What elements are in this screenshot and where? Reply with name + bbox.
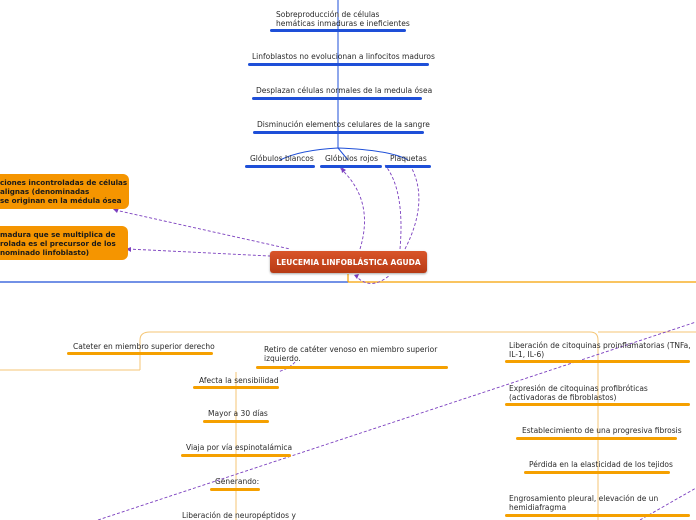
lower-left-node-2-label: Afecta la sensibilidad: [199, 376, 279, 385]
left-box-2-line-1: madura que se multiplica de: [0, 230, 116, 239]
left-box-1-line-2: alignas (denominadas: [0, 187, 90, 196]
lower-right-node-4-label: Pérdida en la elasticidad de los tejidos: [529, 460, 673, 469]
left-box-1-line-1: ciones incontroladas de células: [0, 178, 128, 187]
blood-node-platelets[interactable]: Plaquetas: [390, 154, 427, 163]
central-topic-title: LEUCEMIA LINFOBLÁSTICA AGUDA: [276, 257, 421, 267]
left-box-1[interactable]: ciones incontroladas de células alignas …: [0, 174, 129, 209]
left-box-2-line-3: nominado linfoblasto): [0, 248, 90, 257]
lower-right-node-1-underline: [505, 360, 690, 363]
lower-left-node-1-label: Cateter en miembro superior derecho: [73, 342, 215, 351]
left-box-2[interactable]: madura que se multiplica de rolada es el…: [0, 226, 128, 260]
lower-left-node-3-underline: [203, 420, 269, 423]
blood-node-red-cells-label: Glóbulos rojos: [325, 154, 379, 163]
lower-right-node-5[interactable]: Engrosamiento pleural, elevación de un h…: [509, 494, 658, 512]
retiro-node-line-2: izquierdo.: [264, 354, 301, 363]
lower-left-node-5[interactable]: Generando:: [215, 477, 259, 486]
lower-right-node-2-line-1: Expresión de citoquinas profibróticas: [509, 384, 648, 393]
blood-node-white-cells[interactable]: Glóbulos blancos: [250, 154, 314, 163]
lower-right-node-4[interactable]: Pérdida en la elasticidad de los tejidos: [529, 460, 673, 469]
lower-right-node-5-line-1: Engrosamiento pleural, elevación de un: [509, 494, 659, 503]
lower-left-node-5-underline: [210, 488, 260, 491]
lower-left-node-2-underline: [193, 386, 279, 389]
lower-left-node-6[interactable]: Liberación de neuropéptidos y: [182, 511, 296, 520]
lower-right-node-5-line-2: hemidiafragma: [509, 503, 567, 512]
lower-left-node-1-underline: [67, 352, 213, 355]
top-node-3-underline: [252, 97, 422, 100]
top-node-1[interactable]: Sobreproducción de células hemáticas inm…: [276, 10, 410, 28]
top-node-1-underline: [270, 29, 406, 32]
top-node-3-label: Desplazan células normales de la medula …: [256, 86, 433, 95]
blood-branch-lines: [279, 147, 409, 161]
lower-left-node-4[interactable]: Viaja por vía espinotalámica: [186, 443, 292, 452]
lower-left-node-6-label: Liberación de neuropéptidos y: [182, 511, 296, 520]
blood-node-white-cells-underline: [245, 165, 315, 168]
orange-branch-lines: [0, 331, 696, 520]
blood-node-red-cells[interactable]: Glóbulos rojos: [325, 154, 378, 163]
blood-node-white-cells-label: Glóbulos blancos: [250, 154, 314, 163]
lower-right-node-3[interactable]: Establecimiento de una progresiva fibros…: [522, 426, 682, 435]
top-node-4[interactable]: Disminución elementos celulares de la sa…: [257, 120, 430, 129]
lower-right-node-2-line-2: (activadoras de fibroblastos): [509, 393, 617, 402]
lower-right-node-1-line-1: Liberación de citoquinas proinflamatoria…: [509, 341, 691, 350]
top-node-1-line-1: Sobreproducción de células: [276, 10, 380, 19]
lower-left-node-2[interactable]: Afecta la sensibilidad: [199, 376, 279, 385]
lower-right-node-1-line-2: IL-1, IL-6): [509, 350, 545, 359]
retiro-node[interactable]: Retiro de catéter venoso en miembro supe…: [264, 345, 437, 363]
blood-node-platelets-underline: [385, 165, 431, 168]
lower-right-node-2[interactable]: Expresión de citoquinas profibróticas (a…: [509, 384, 648, 402]
retiro-node-underline: [256, 366, 448, 369]
top-node-4-underline: [253, 131, 424, 134]
top-node-2[interactable]: Linfoblastos no evolucionan a linfocitos…: [252, 52, 435, 61]
top-node-3[interactable]: Desplazan células normales de la medula …: [256, 86, 432, 95]
blood-node-platelets-label: Plaquetas: [390, 154, 427, 163]
top-node-1-line-2: hemáticas inmaduras e ineficientes: [276, 19, 410, 28]
connector-arrowheads: [113, 167, 359, 279]
lower-right-node-5-underline: [505, 514, 690, 517]
lower-left-node-1[interactable]: Cateter en miembro superior derecho: [73, 342, 215, 351]
lower-left-node-5-label: Generando:: [215, 477, 260, 486]
retiro-node-line-1: Retiro de catéter venoso en miembro supe…: [264, 345, 438, 354]
central-topic[interactable]: LEUCEMIA LINFOBLÁSTICA AGUDA: [270, 251, 427, 273]
lower-right-node-3-label: Establecimiento de una progresiva fibros…: [522, 426, 682, 435]
top-node-4-label: Disminución elementos celulares de la sa…: [257, 120, 430, 129]
lower-left-node-3-label: Mayor a 30 días: [208, 409, 268, 418]
lower-left-node-3[interactable]: Mayor a 30 días: [208, 409, 268, 418]
top-node-2-underline: [248, 63, 429, 66]
lower-right-node-3-underline: [516, 437, 677, 440]
lower-right-node-2-underline: [505, 403, 690, 406]
lower-right-node-1[interactable]: Liberación de citoquinas proinflamatoria…: [509, 341, 691, 359]
left-box-2-line-2: rolada es el precursor de los: [0, 239, 116, 248]
lower-left-node-4-label: Viaja por vía espinotalámica: [186, 443, 293, 452]
lower-left-node-4-underline: [181, 454, 291, 457]
top-node-2-label: Linfoblastos no evolucionan a linfocitos…: [252, 52, 435, 61]
left-box-1-line-3: se originan en la médula ósea: [0, 196, 122, 205]
blood-node-red-cells-underline: [320, 165, 382, 168]
lower-right-node-4-underline: [524, 471, 670, 474]
